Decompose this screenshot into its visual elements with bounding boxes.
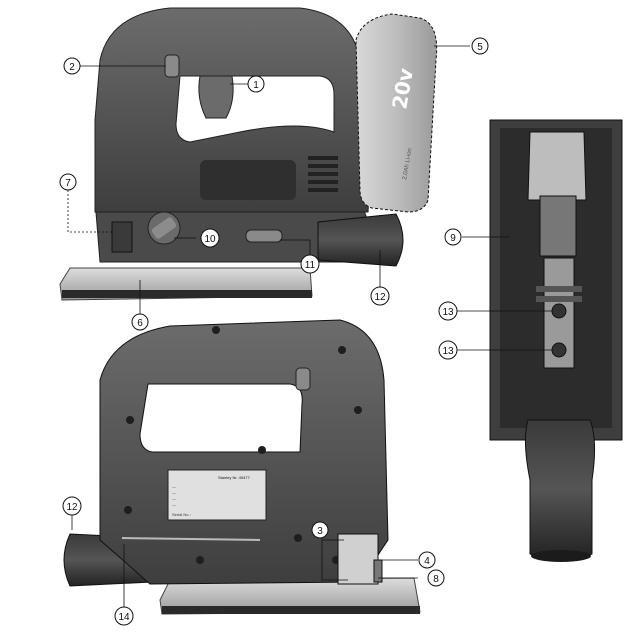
jigsaw-other-side-view: Stanley Nr. 49477 — — — — Serial No.:: [63, 319, 421, 615]
blade-screw-lower: [551, 342, 567, 358]
callout-1: 1: [247, 75, 265, 93]
callout-number: 13: [442, 346, 454, 357]
side-panel: [200, 160, 296, 200]
callout-number: 7: [65, 178, 71, 189]
callout-number: 4: [424, 556, 430, 567]
callout-number: 6: [137, 318, 143, 329]
callout-12-bottom: 12: [62, 496, 82, 516]
callout-6: 6: [131, 313, 149, 331]
callout-13-upper: 13: [438, 301, 458, 321]
callout-7: 7: [59, 173, 77, 191]
callout-number: 3: [317, 526, 323, 537]
orbital-selector: [147, 211, 181, 245]
battery-capacity-label: 2.0Ah Li-ion: [402, 148, 413, 181]
rating-plate-row: —: [172, 484, 176, 489]
vent-grille: [308, 156, 338, 192]
callout-5: 5: [471, 37, 489, 55]
blade-screw-upper: [551, 303, 567, 319]
handle-opening-other-side: [139, 383, 303, 453]
callout-number: 12: [66, 502, 78, 513]
callout-12-top: 12: [370, 286, 390, 306]
lock-on-button-other-side: [295, 367, 311, 391]
callout-number: 1: [253, 80, 259, 91]
callout-number: 8: [433, 574, 439, 585]
lower-housing-line: [121, 537, 261, 541]
callout-number: 14: [118, 612, 130, 623]
trigger-switch: [198, 75, 234, 119]
callout-number: 2: [69, 62, 75, 73]
dust-port-front: [524, 419, 596, 560]
callout-13-lower: 13: [438, 340, 458, 360]
callout-number: 9: [450, 233, 456, 244]
battery-pack: [355, 13, 438, 213]
lock-on-button: [164, 54, 180, 78]
callout-number: 11: [305, 260, 316, 271]
callout-14: 14: [114, 606, 134, 626]
callout-3: 3: [311, 521, 329, 539]
base-shoe-edge: [62, 290, 312, 298]
base-shoe-lower-edge: [162, 606, 420, 614]
blade-clamp: [111, 221, 133, 253]
callout-badges: 1 2 3 4 5 6 7 8 9 10 11 12 12 13 13 14: [59, 37, 489, 626]
dust-extraction-port: [317, 213, 404, 267]
callout-10: 10: [200, 228, 220, 248]
pendulum-lever: [373, 559, 383, 583]
roller-guide: [536, 286, 582, 302]
dust-port-opening: [531, 550, 591, 562]
rating-plate-serial: Serial No.:: [172, 512, 191, 517]
rating-plate-row: —: [172, 502, 176, 507]
rating-plate-row: —: [172, 490, 176, 495]
callout-9: 9: [444, 228, 462, 246]
callout-8: 8: [427, 569, 445, 587]
blade-guard: [337, 533, 379, 585]
callout-number: 10: [204, 234, 216, 245]
rating-plate-title: Stanley Nr. 49477: [218, 475, 251, 480]
callout-4: 4: [418, 551, 436, 569]
callout-number: 5: [477, 42, 483, 53]
rating-plate: Stanley Nr. 49477 — — — — Serial No.:: [167, 469, 267, 521]
jigsaw-side-view: 20v 2.0Ah Li-ion: [59, 7, 438, 301]
callouts: [67, 45, 552, 608]
blade-release-lever: [245, 229, 283, 243]
plunger-mechanism: [539, 195, 577, 257]
callout-2: 2: [63, 57, 81, 75]
callout-number: 13: [442, 307, 454, 318]
rating-plate-row: —: [172, 496, 176, 501]
callout-number: 12: [374, 292, 386, 303]
jigsaw-front-view: [489, 119, 623, 562]
blade-guide-window: [527, 131, 587, 201]
callout-11: 11: [300, 254, 320, 274]
